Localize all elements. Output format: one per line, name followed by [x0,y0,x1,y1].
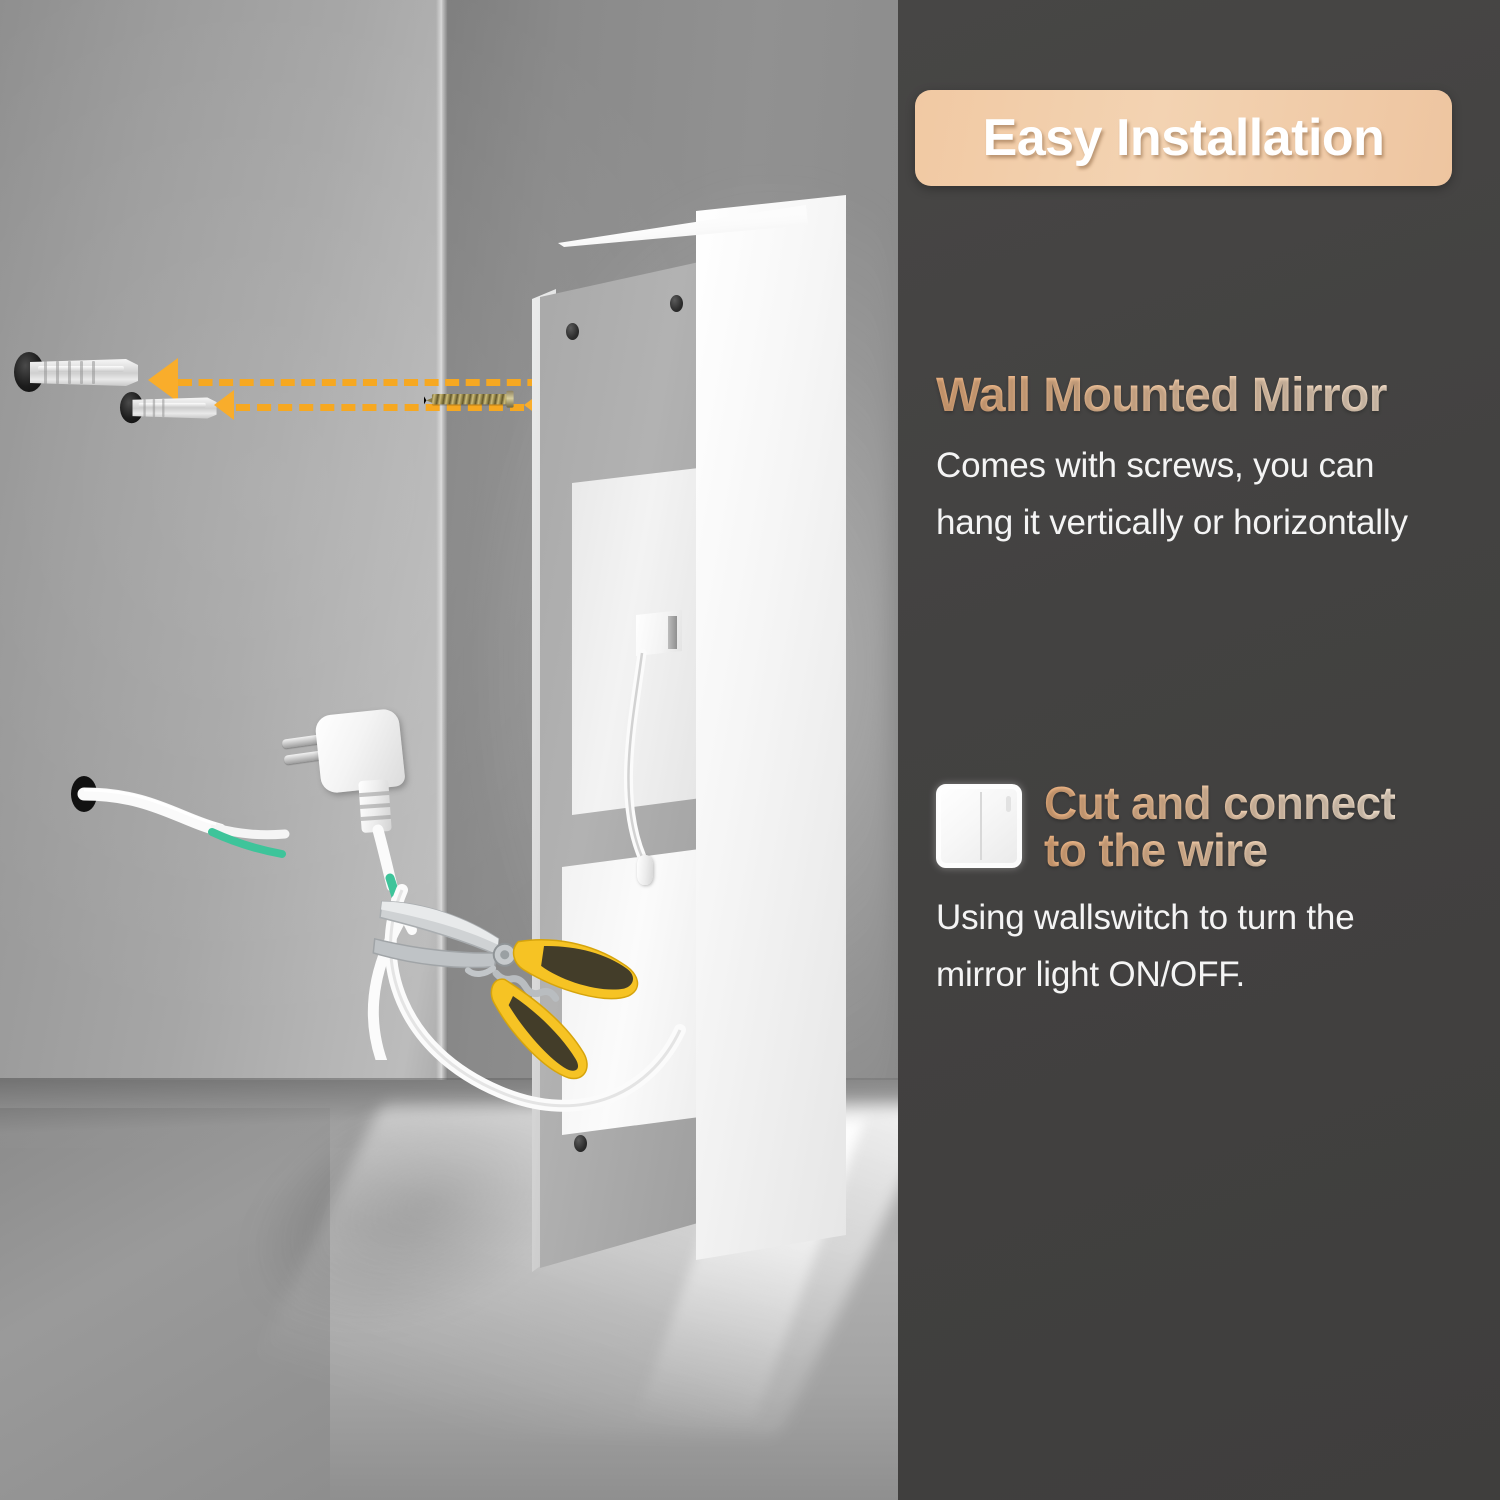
anchor-rib [143,399,146,417]
feature-heading-line1: Cut and connect [1044,777,1396,829]
feature-heading: Wall Mounted Mirror [936,370,1481,422]
feature-body-line2: hang it vertically or horizontally [936,502,1408,542]
installation-scene [0,0,900,1500]
junction-box-slot [668,616,677,649]
feature-body: Comes with screws, you can hang it verti… [936,438,1481,551]
feature-body-line2: mirror light ON/OFF. [936,954,1246,994]
wall-corner-edge [436,0,448,1150]
anchor-rib [56,361,59,384]
wall-surface-left [0,0,442,1140]
feature-body-line1: Comes with screws, you can [936,445,1375,485]
anchor-body [30,359,138,386]
internal-power-cable [623,648,647,862]
feature-list: Wall Mounted Mirror Comes with screws, y… [936,370,1481,994]
anchor-rib [68,361,71,384]
mount-hole-icon [574,1135,587,1152]
orange-dashed-line-lower [236,404,524,411]
mount-hole-icon [566,323,579,340]
feature-body: Using wallswitch to turn the mirror ligh… [936,890,1481,1003]
orange-arrow-head-lower [214,390,234,420]
anchor-rib [152,399,156,417]
anchor-rib [162,399,165,417]
text-panel: Easy Installation Wall Mounted Mirror Co… [898,0,1500,1500]
wall-switch-icon [936,784,1022,868]
driver-box-connector [637,855,653,885]
badge-label: Easy Installation [982,109,1385,167]
anchor-rib [80,361,83,384]
anchor-rib [92,361,95,384]
screw-thread [432,394,508,405]
feature-body-line1: Using wallswitch to turn the [936,897,1355,937]
anchor-rib [44,361,47,384]
anchor-core [138,402,206,408]
mirror-front-frame [696,195,846,1260]
wall-supply-cable [60,750,340,880]
orange-arrow-head-upper [148,358,178,402]
feature-wall-mounted-mirror: Wall Mounted Mirror Comes with screws, y… [936,370,1481,551]
screw-head [506,390,514,408]
orange-dashed-line-upper [178,379,603,386]
wire-cutting-shears [372,900,639,1080]
feature-cut-and-connect: Cut and connect to the wire Using wallsw… [936,780,1481,1003]
feature-heading-line2: to the wire [1044,826,1395,874]
easy-installation-badge: Easy Installation [915,90,1452,186]
mount-hole-icon [670,295,683,312]
screw-tip [424,396,436,405]
